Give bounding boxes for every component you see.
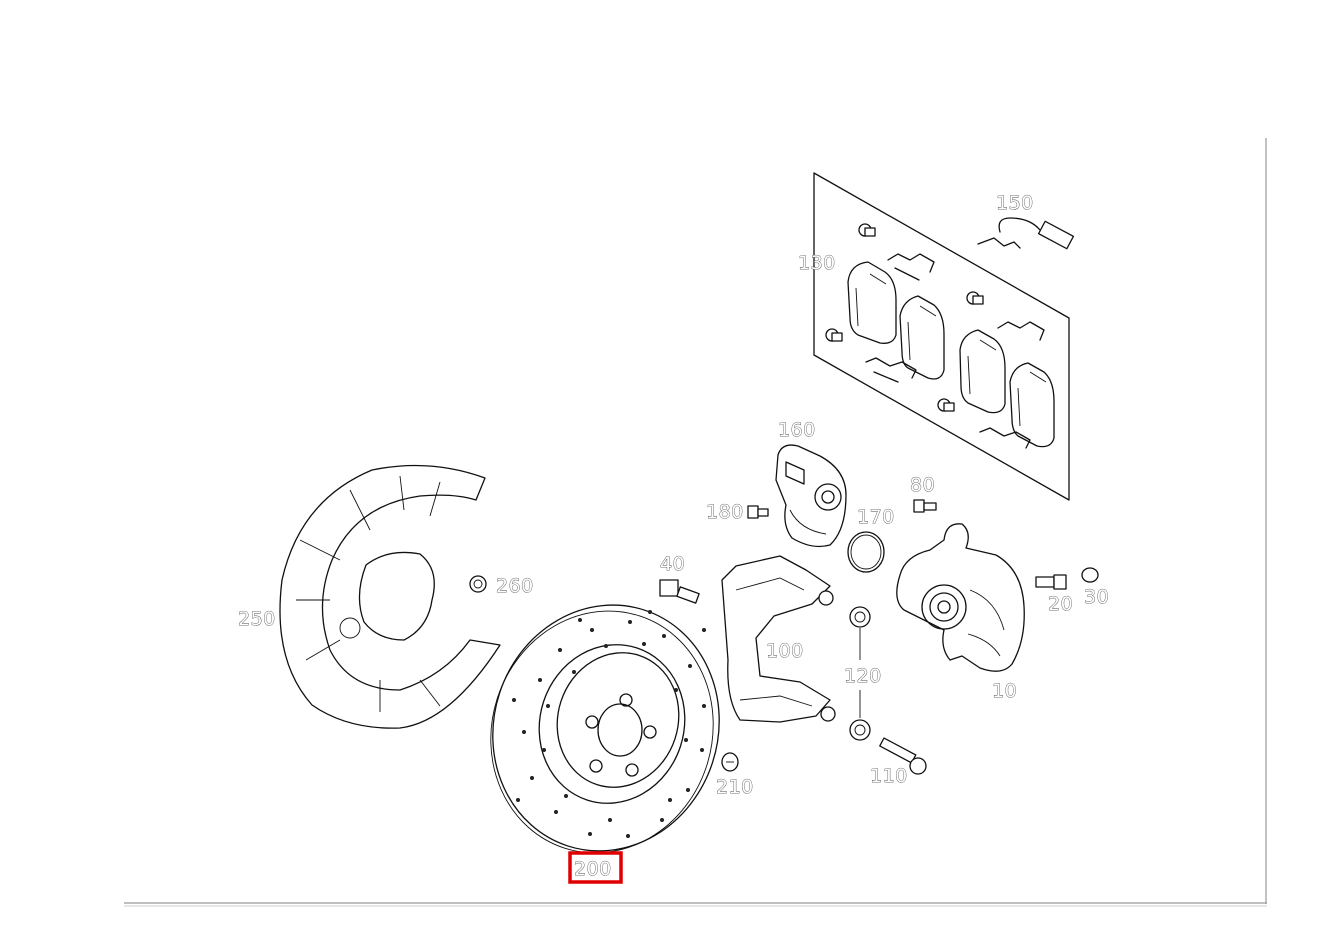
- callout-10[interactable]: 10: [992, 680, 1017, 703]
- callout-180[interactable]: 180: [706, 501, 744, 524]
- callout-100[interactable]: 100: [766, 640, 804, 663]
- part-120-guide-bushing[interactable]: [849, 606, 871, 741]
- part-100-caliper-carrier[interactable]: [721, 555, 836, 723]
- callout-80[interactable]: 80: [910, 474, 935, 497]
- part-170-seal-ring[interactable]: [847, 531, 885, 573]
- part-180-bolt[interactable]: [747, 505, 769, 519]
- callout-20[interactable]: 20: [1048, 593, 1073, 616]
- part-20-bleeder-valve[interactable]: [1035, 574, 1067, 590]
- part-160-caliper-housing[interactable]: [775, 444, 847, 548]
- part-10-brake-caliper[interactable]: [896, 523, 1025, 672]
- drilled-holes: [512, 610, 706, 838]
- callout-110[interactable]: 110: [870, 765, 908, 788]
- callout-40[interactable]: 40: [660, 553, 685, 576]
- part-210-screw[interactable]: [721, 752, 739, 772]
- callout-250[interactable]: 250: [238, 608, 276, 631]
- callout-170[interactable]: 170: [857, 506, 895, 529]
- callout-210[interactable]: 210: [716, 776, 754, 799]
- highlight-box-200: [568, 851, 623, 884]
- part-110-bolt[interactable]: [879, 737, 927, 775]
- callout-30[interactable]: 30: [1084, 586, 1109, 609]
- callout-160[interactable]: 160: [778, 419, 816, 442]
- callout-200[interactable]: 200: [574, 858, 612, 881]
- part-200-brake-disc[interactable]: [460, 575, 751, 882]
- callout-150[interactable]: 150: [996, 192, 1034, 215]
- part-130-brake-pad-set[interactable]: [813, 172, 1070, 501]
- part-30-dust-cap[interactable]: [1081, 567, 1099, 583]
- callout-260[interactable]: 260: [496, 575, 534, 598]
- part-40-bolt[interactable]: [659, 579, 700, 604]
- callout-130[interactable]: 130: [798, 252, 836, 275]
- part-260-screw[interactable]: [469, 575, 487, 593]
- callout-120[interactable]: 120: [844, 665, 882, 688]
- part-250-splash-shield[interactable]: [279, 464, 501, 729]
- part-150-wear-sensor[interactable]: [977, 217, 1075, 250]
- part-80-bolt[interactable]: [913, 499, 937, 513]
